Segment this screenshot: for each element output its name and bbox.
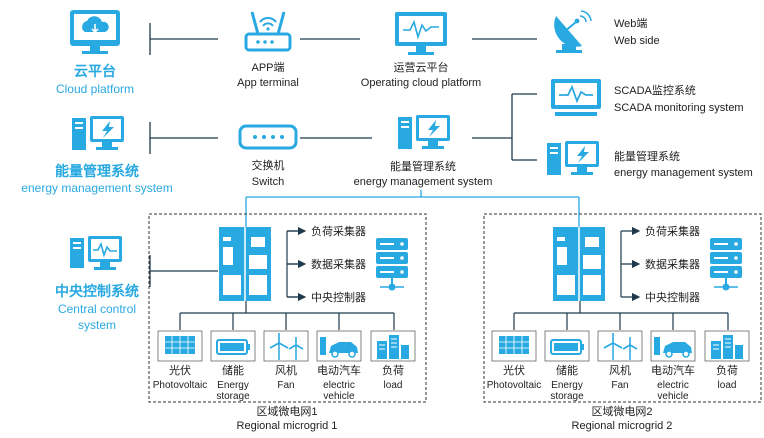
device-load-en: load xyxy=(384,380,403,391)
microgrid-2-label-cn: 区域微电网2 xyxy=(591,404,652,418)
central-control-icon xyxy=(70,236,122,270)
device-load-cn: 负荷 xyxy=(382,363,404,377)
ems-right-cn: 能量管理系统 xyxy=(614,149,680,163)
ems-center-en: energy management system xyxy=(354,176,493,188)
device-storage-en-line2: storage xyxy=(216,391,250,402)
microgrid-2: 负荷采集器 数据采集器 中央控制器 xyxy=(483,213,762,432)
controller-cabinet-icon xyxy=(219,227,271,301)
server-stack-icon xyxy=(710,238,742,291)
building-icon xyxy=(370,330,416,362)
device-ev-en-line1: electric xyxy=(657,380,689,391)
device-fan-cn: 风机 xyxy=(609,363,631,377)
battery-icon xyxy=(210,330,256,362)
microgrid-1-frame xyxy=(148,213,427,403)
switch-cn: 交换机 xyxy=(252,158,285,172)
microgrid-1-label-cn: 区域微电网1 xyxy=(256,404,317,418)
electric-car-icon xyxy=(316,330,362,362)
device-fan-en: Fan xyxy=(611,380,628,391)
category-central-en1: Central control xyxy=(58,302,136,316)
web-side-cn: Web端 xyxy=(614,17,647,30)
ems-center-icon xyxy=(398,115,450,149)
connector-ems-right xyxy=(472,93,537,161)
device-load-cn: 负荷 xyxy=(716,363,738,377)
device-bus-1 xyxy=(179,301,395,330)
device-fan-en: Fan xyxy=(277,380,294,391)
device-bus-2 xyxy=(513,301,729,330)
microgrid-2-label-en: Regional microgrid 2 xyxy=(572,420,673,432)
microgrid-1: 负荷采集器 数据采集器 中央控制器 xyxy=(148,213,427,432)
solar-panel-icon xyxy=(491,330,537,362)
operating-cloud-cn: 运营云平台 xyxy=(394,60,449,74)
connector-bus xyxy=(245,190,580,227)
connector-cloud xyxy=(149,23,218,55)
device-solar-en: Photovoltaic xyxy=(153,380,207,391)
device-storage-cn: 储能 xyxy=(222,363,244,377)
switch-en: Switch xyxy=(252,176,284,188)
ems-center-cn: 能量管理系统 xyxy=(390,159,456,173)
microgrid-1-label-en: Regional microgrid 1 xyxy=(237,420,338,432)
scada-cn: SCADA监控系统 xyxy=(614,83,696,97)
operating-cloud-en: Operating cloud platform xyxy=(361,77,481,89)
device-ev-en-line1: electric xyxy=(323,380,355,391)
battery-icon xyxy=(544,330,590,362)
device-solar-cn: 光伏 xyxy=(169,363,191,377)
collector-central: 中央控制器 xyxy=(645,290,700,304)
microgrid-2-frame xyxy=(483,213,762,403)
device-fan-cn: 风机 xyxy=(275,363,297,377)
scada-monitor-icon xyxy=(551,79,601,116)
collector-data: 数据采集器 xyxy=(311,257,366,271)
device-ev-cn: 电动汽车 xyxy=(651,363,695,377)
wind-turbine-icon xyxy=(597,330,643,362)
device-solar-en: Photovoltaic xyxy=(487,380,541,391)
router-icon xyxy=(244,11,292,52)
ems-category-icon xyxy=(72,116,124,150)
ems-right-en: energy management system xyxy=(614,167,753,179)
device-load-en: load xyxy=(718,380,737,391)
collector-load: 负荷采集器 xyxy=(311,224,366,238)
category-central-cn: 中央控制系统 xyxy=(55,283,139,299)
device-storage-en-line1: Energy xyxy=(551,380,583,391)
server-stack-icon xyxy=(376,238,408,291)
collector-central: 中央控制器 xyxy=(311,290,366,304)
device-ev-cn: 电动汽车 xyxy=(317,363,361,377)
collector-data: 数据采集器 xyxy=(645,257,700,271)
ems-right-icon xyxy=(547,141,599,175)
category-cloud-en: Cloud platform xyxy=(56,82,134,96)
device-storage-cn: 储能 xyxy=(556,363,578,377)
app-terminal-en: App terminal xyxy=(237,77,299,89)
device-ev-en-line2: vehicle xyxy=(323,391,355,402)
cloud-platform-icon xyxy=(70,10,120,54)
switch-icon xyxy=(238,124,298,150)
category-cloud-cn: 云平台 xyxy=(74,63,116,79)
solar-panel-icon xyxy=(157,330,203,362)
connector-ems xyxy=(149,122,218,154)
operating-cloud-monitor-icon xyxy=(395,12,447,55)
connector-central xyxy=(149,255,218,287)
app-terminal-cn: APP端 xyxy=(251,61,284,74)
device-solar-cn: 光伏 xyxy=(503,363,525,377)
scada-en: SCADA monitoring system xyxy=(614,102,744,114)
controller-cabinet-icon xyxy=(553,227,605,301)
category-ems-en: energy management system xyxy=(21,181,172,195)
device-storage-en-line2: storage xyxy=(550,391,584,402)
device-ev-en-line2: vehicle xyxy=(657,391,689,402)
category-central-en2: system xyxy=(78,318,116,332)
building-icon xyxy=(704,330,750,362)
satellite-dish-icon xyxy=(554,10,592,53)
category-ems-cn: 能量管理系统 xyxy=(55,163,139,179)
collector-load: 负荷采集器 xyxy=(645,224,700,238)
electric-car-icon xyxy=(650,330,696,362)
device-storage-en-line1: Energy xyxy=(217,380,249,391)
wind-turbine-icon xyxy=(263,330,309,362)
web-side-en: Web side xyxy=(614,35,660,47)
